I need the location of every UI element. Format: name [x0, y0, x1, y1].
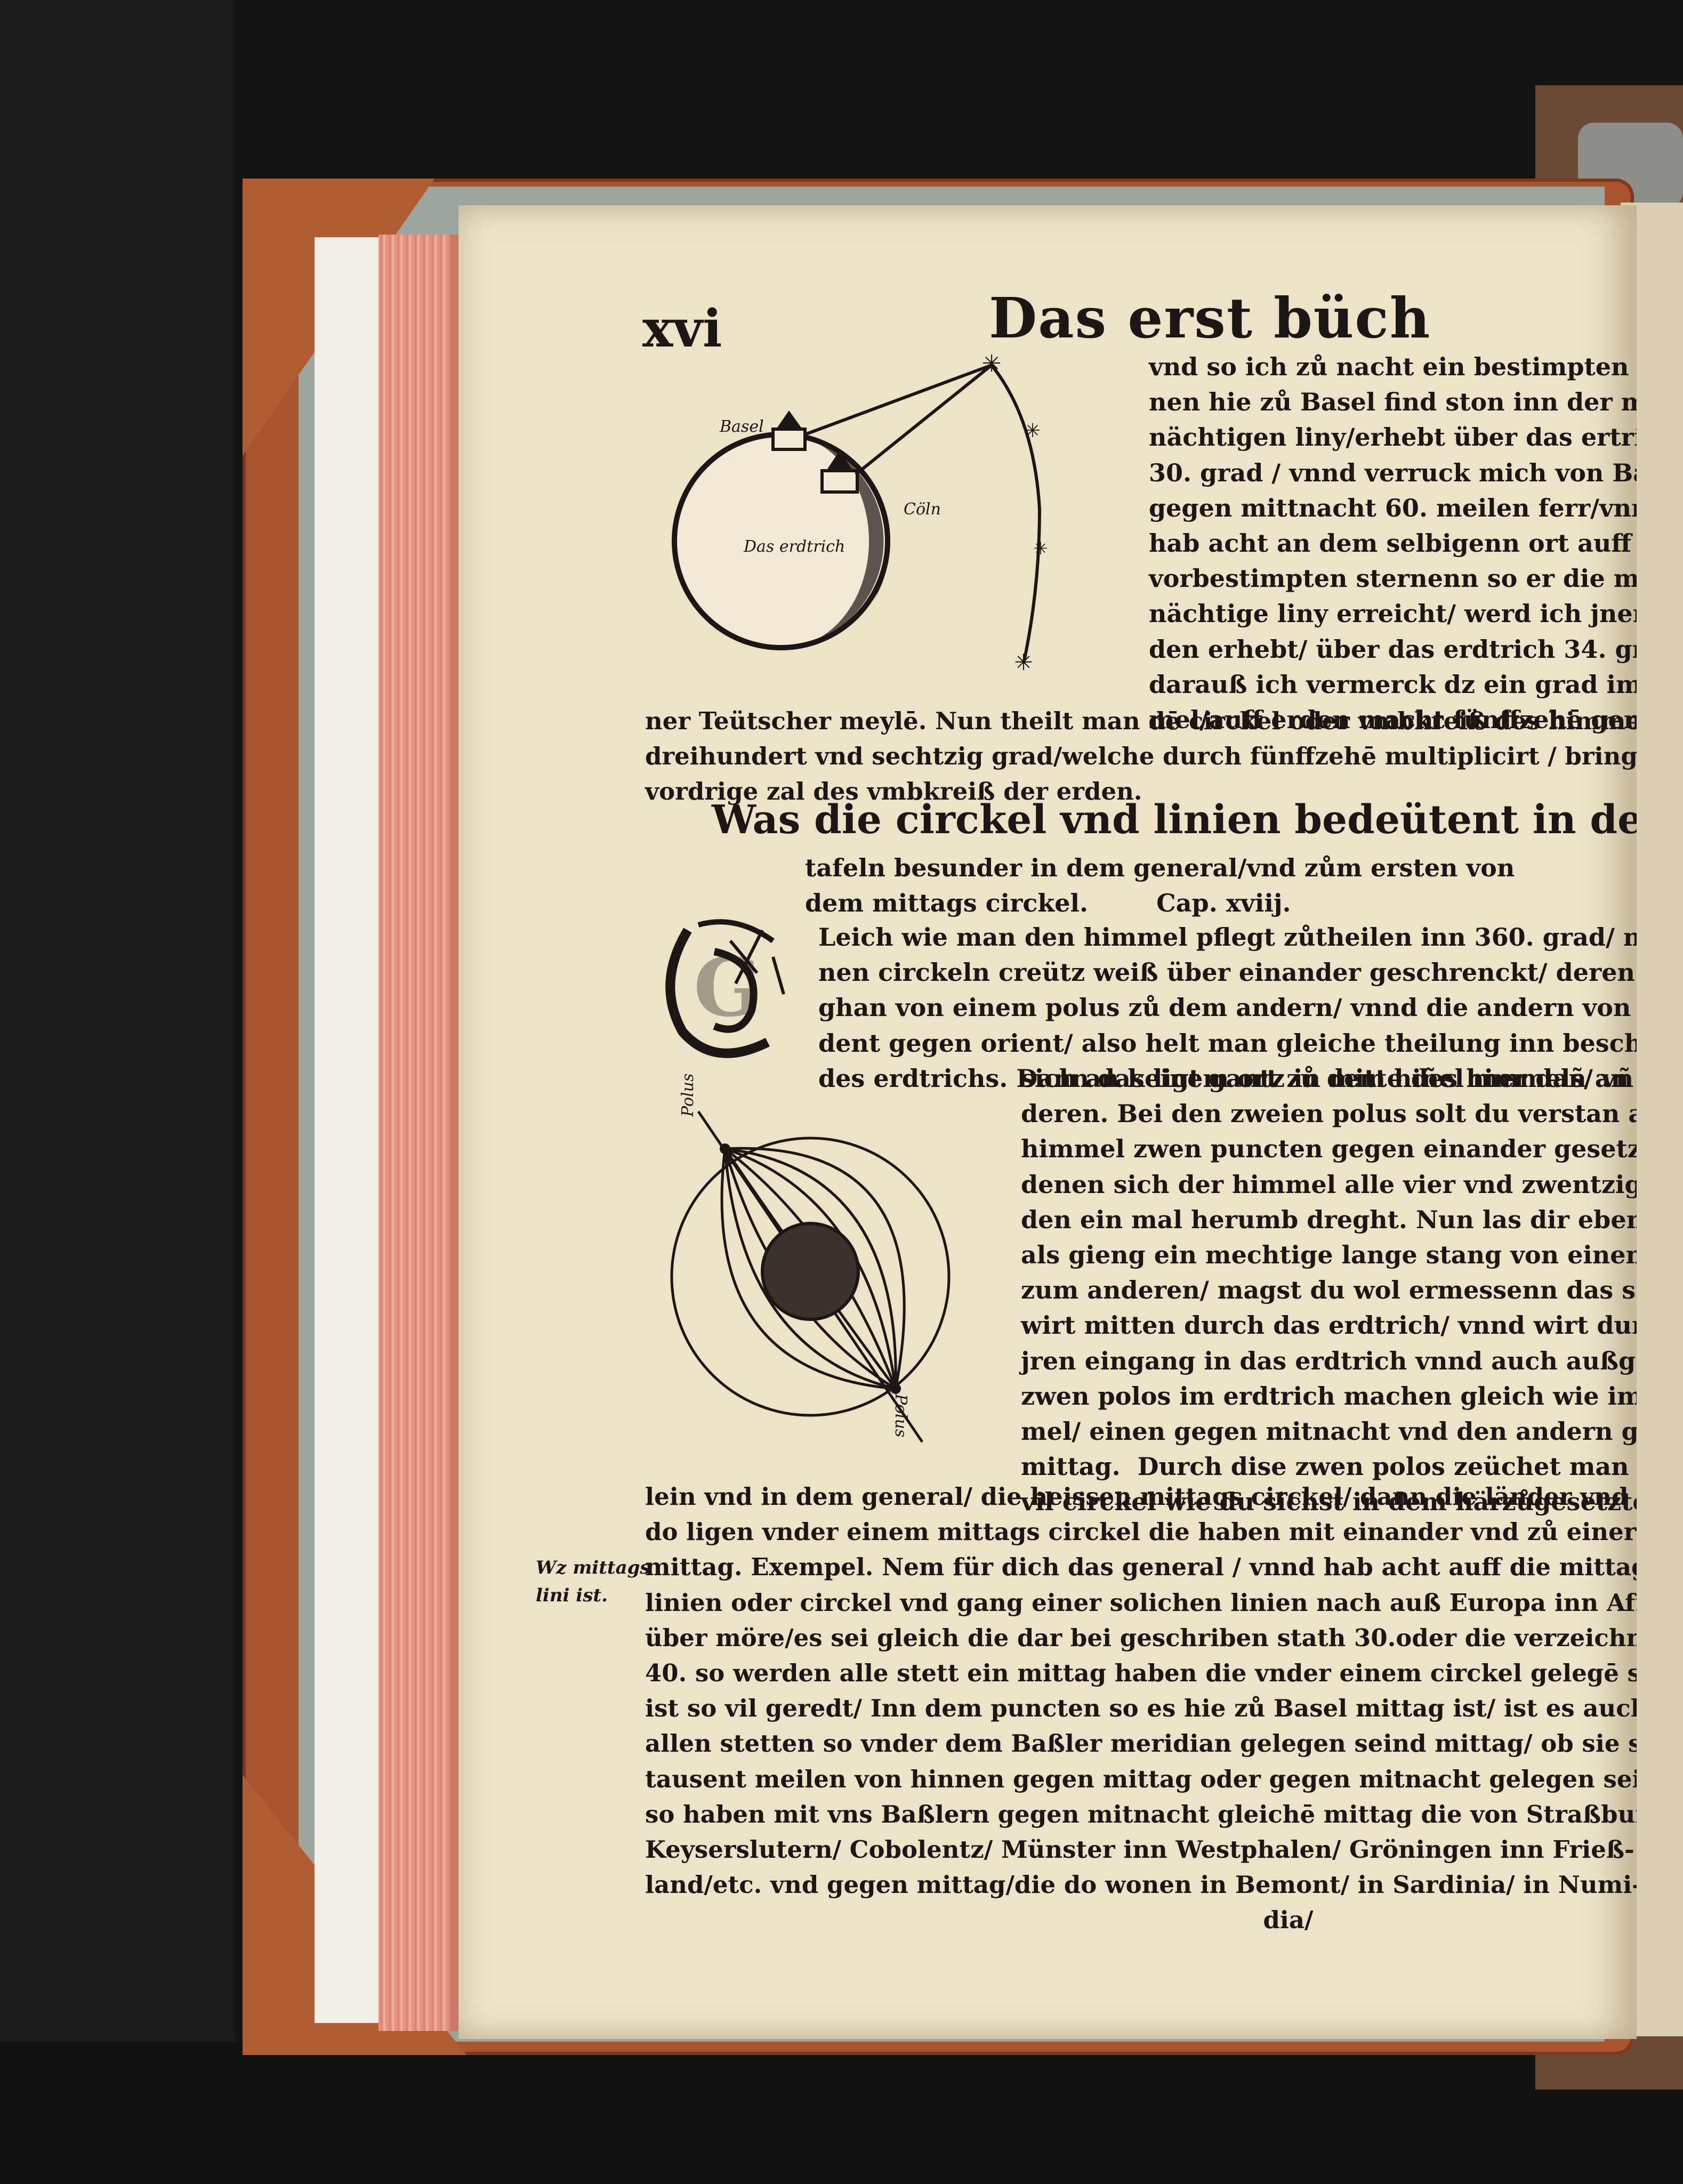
svg-text:✳: ✳ [1034, 538, 1048, 559]
text-initial-paragraph: Leich wie man den himmel pflegt zůtheile… [818, 923, 1637, 1093]
initial-letter: G [694, 941, 762, 1035]
text-top-right: vnd so ich zů nacht ein bestimpten ster-… [1149, 352, 1637, 735]
left-cloth-area [0, 0, 235, 2184]
svg-text:✳: ✳ [982, 350, 1002, 377]
red-fore-edge [379, 235, 456, 2031]
label-earth: Das erdtrich [743, 537, 845, 556]
book-page: xvi Das erst büch ✳ ✳ ✳ ✳ Basel Cöln Das… [458, 205, 1637, 2039]
page-folio: xvi [642, 299, 722, 359]
decorated-initial: G [665, 919, 785, 1058]
label-polus-top: Polus [679, 1074, 697, 1117]
svg-text:✳: ✳ [1025, 420, 1041, 442]
chapter-heading: Was die circkel vnd linien bedeütent in … [712, 797, 1637, 843]
earth-star-figure: ✳ ✳ ✳ ✳ Basel Cöln Das erdtrich [672, 350, 1048, 675]
text-full-block-2: lein vnd in dem general/ die heissen mit… [645, 1482, 1637, 1935]
label-coln: Cöln [904, 500, 941, 519]
text-full-block-1: ner Teütscher meylē. Nun theilt man dē c… [645, 707, 1637, 806]
running-title: Das erst büch [989, 285, 1431, 351]
svg-text:✳: ✳ [1014, 649, 1033, 675]
label-basel: Basel [719, 417, 764, 436]
margin-note: Wz mittags lini ist. [536, 1557, 650, 1606]
chapter-subheading: tafeln besunder in dem general/vnd zům e… [805, 853, 1515, 917]
bottom-cloth-area [0, 2042, 1683, 2184]
celestial-poles-figure: Polus Polus [670, 1074, 951, 1443]
text-right-paragraph: sich an keinem ort zů dem hiñel mer dañ … [1021, 1064, 1637, 1517]
